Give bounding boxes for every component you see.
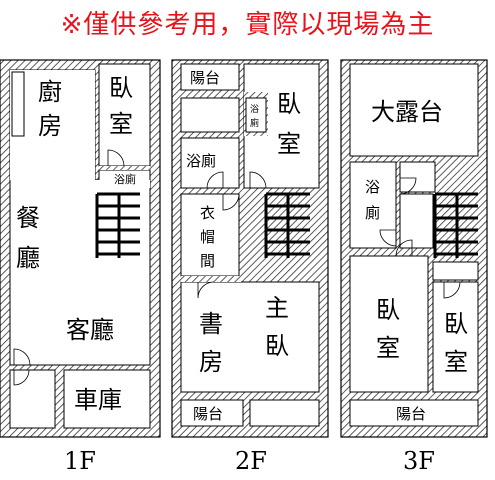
2f-closet-label-2: 帽 <box>200 228 215 246</box>
1f-bedroom-label-1: 臥 <box>109 74 133 102</box>
1f-bedroom-label-2: 室 <box>109 110 133 138</box>
3f-bedroom-left-label-1: 臥 <box>376 296 400 324</box>
3f-bedroom-left <box>349 255 429 393</box>
1f-kitchen-label-1: 廚 <box>38 78 62 106</box>
3f-bath <box>349 161 397 249</box>
3f-balcony <box>349 399 479 427</box>
2f-master-label-1: 主 <box>265 294 289 322</box>
2f-study-label-2: 房 <box>199 348 223 376</box>
1f-kitchen-label-2: 房 <box>38 112 62 140</box>
2f-master-label-2: 臥 <box>265 332 289 360</box>
3f-balcony-label: 陽台 <box>396 405 426 423</box>
1f-garage-label: 車庫 <box>74 386 122 414</box>
1f-bedroom <box>98 63 151 167</box>
2f-bedroom-label-1: 臥 <box>277 90 301 118</box>
2f-floor-label: 2F <box>235 447 267 475</box>
2f-back-balcony-label: 陽台 <box>193 405 223 423</box>
3f-bedroom-right-label-2: 室 <box>444 348 468 376</box>
2f-closet <box>180 193 240 277</box>
3f-bath-label-1: 浴 <box>365 178 380 196</box>
2f-closet-label-1: 衣 <box>200 204 215 222</box>
3f-floor-label: 3F <box>403 447 435 475</box>
2f-small-bath-label-1: 浴 <box>250 104 259 115</box>
3f-bedroom-right <box>432 281 479 393</box>
1f-living-label: 客廳 <box>66 316 114 344</box>
1f-dining-label-2: 廳 <box>16 244 40 272</box>
3f-bedroom-right-label-1: 臥 <box>444 310 468 338</box>
2f-study-master <box>180 281 320 393</box>
2f-bedroom-label-2: 室 <box>277 130 301 158</box>
2f-front-balcony-label: 陽台 <box>190 69 220 87</box>
1f-storage <box>9 369 56 429</box>
1f-garage <box>63 369 151 429</box>
3f-bath-label-2: 廁 <box>365 204 380 222</box>
floor-3f-plan: 大露台 浴 廁 臥 室 臥 室 陽台 3F <box>340 59 488 475</box>
2f-study-label-1: 書 <box>199 310 223 338</box>
1f-stairs <box>95 192 140 258</box>
1f-dining-living <box>10 180 150 365</box>
2f-stairs <box>264 192 310 258</box>
1f-dining-label-1: 餐 <box>16 204 40 232</box>
floor-2f-plan: 陽台 浴 廁 臥 室 浴廁 衣 帽 間 書 房 主 臥 陽台 2F <box>171 59 329 475</box>
1f-floor-label: 1F <box>64 447 96 475</box>
2f-bath-label: 浴廁 <box>186 152 216 170</box>
2f-back-storage <box>249 399 320 427</box>
1f-bath-label: 浴廁 <box>114 172 136 186</box>
3f-terrace <box>349 63 479 157</box>
3f-terrace-label: 大露台 <box>371 98 443 126</box>
2f-front-balcony <box>180 63 240 91</box>
3f-stairs <box>433 192 478 258</box>
2f-small-bath-label-2: 廁 <box>250 117 259 129</box>
2f-back-balcony <box>180 399 244 427</box>
2f-bath <box>180 137 240 189</box>
floor-1f-plan: 廚 房 臥 室 浴廁 餐 廳 客廳 車庫 1F <box>0 59 161 475</box>
3f-bedroom-left-label-2: 室 <box>376 334 400 362</box>
disclaimer-notice: ※僅供參考用，實際以現場為主 <box>60 10 435 40</box>
3f-bedroom-right-closet <box>432 261 479 281</box>
2f-closet-label-3: 間 <box>200 252 215 270</box>
2f-storage <box>180 97 240 133</box>
